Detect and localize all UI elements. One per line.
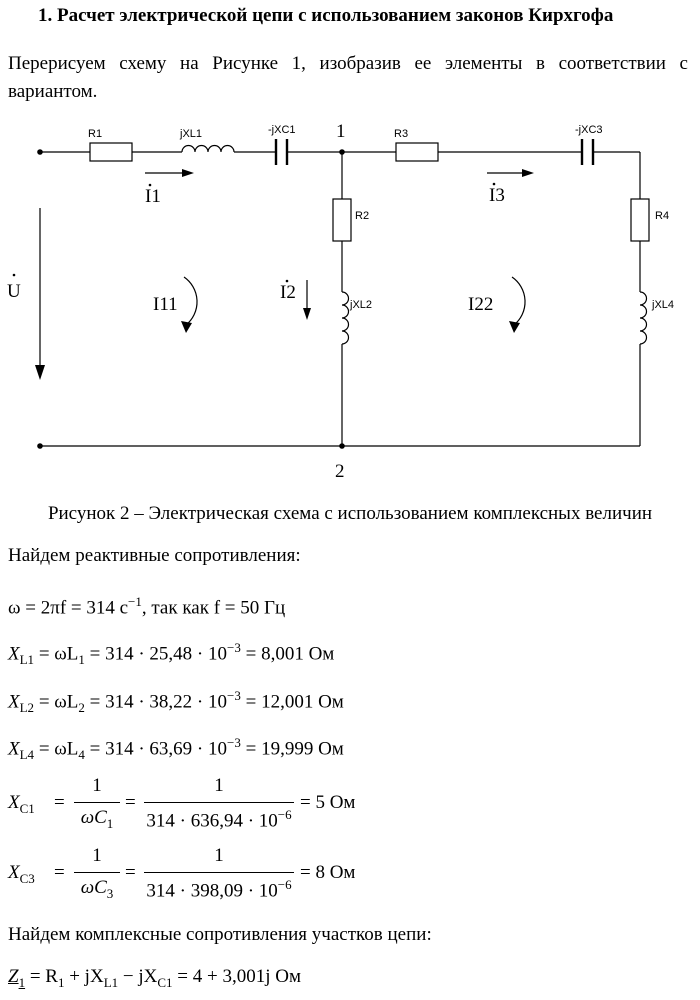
xl2-rhs2: = 314 · 38,22 · 10 xyxy=(84,691,228,713)
label-mjxc1: -jXC1 xyxy=(268,124,296,136)
xc3-den1: ωC xyxy=(80,877,107,898)
xl1-result: = 8,001 Ом xyxy=(240,643,335,665)
xl1-sub: L1 xyxy=(19,652,35,668)
xl1-rhs1: = ωL xyxy=(34,643,79,665)
omega-formula: ω = 2πf = 314 с xyxy=(8,597,129,619)
xl2-rhs1: = ωL xyxy=(34,691,79,713)
xl2-exp: −3 xyxy=(227,688,241,703)
circuit-quantity-labels: 1 2 I1 I3 I2 U I11 I22 xyxy=(7,121,505,482)
intro-line-1: Перерисуем схему на Рисунке 1, изобразив… xyxy=(8,53,688,74)
xc3-eq1: = xyxy=(54,862,65,883)
section-heading: 1. Расчет электрической цепи с использов… xyxy=(38,5,614,26)
z1-s3: C1 xyxy=(157,974,173,990)
xc1-den2: 314 · 636,94 · 10 xyxy=(146,810,278,832)
z1-lhs: Z xyxy=(8,966,19,987)
xc1-bar2 xyxy=(144,802,294,804)
xc3-lhs: X xyxy=(8,862,20,883)
xc3-den1sub: 3 xyxy=(106,885,114,901)
omega-tail: , так как f = 50 Гц xyxy=(141,597,286,619)
z1-s2: L1 xyxy=(103,974,119,990)
xc1-result: = 5 Ом xyxy=(300,792,356,813)
label-r1: R1 xyxy=(88,128,102,140)
z1-s1: 1 xyxy=(57,974,65,990)
xc1-bar1 xyxy=(74,802,120,804)
xc3-equation: XC3 = 1 ωC3 = 1 314 · 398,09 · 10−6 = 8 … xyxy=(8,845,698,905)
xl4-result: = 19,999 Ом xyxy=(240,738,344,760)
node-1-label: 1 xyxy=(336,121,346,142)
label-r3: R3 xyxy=(394,128,408,140)
xc3-result: = 8 Ом xyxy=(300,862,356,883)
xl4-sub: L4 xyxy=(19,747,35,763)
complex-paragraph: Найдем комплексные сопротивления участко… xyxy=(8,924,432,945)
xc3-sub: C3 xyxy=(19,870,35,886)
label-jxl4: jXL4 xyxy=(651,299,674,311)
xc3-den2: 314 · 398,09 · 10 xyxy=(146,880,278,902)
xc1-lhs: X xyxy=(8,792,20,813)
circuit-wires xyxy=(39,139,650,447)
xl4-rhs2: = 314 · 63,69 · 10 xyxy=(84,738,228,760)
xc3-num2: 1 xyxy=(214,845,224,866)
xl4-sub2: 4 xyxy=(78,747,85,763)
xc3-bar2 xyxy=(144,872,294,874)
circuit-arrowheads xyxy=(12,149,534,449)
figure-caption: Рисунок 2 – Электрическая схема с исполь… xyxy=(47,503,653,524)
loop-i22-label: I22 xyxy=(468,294,493,315)
xl1-sub2: 1 xyxy=(78,652,85,668)
xl4-exp: −3 xyxy=(227,735,241,750)
xl2-result: = 12,001 Ом xyxy=(240,691,344,713)
xl1-equation: XL1 = ωL1 = 314 · 25,48 · 10−3 = 8,001 О… xyxy=(8,640,334,668)
xc3-bar1 xyxy=(74,872,120,874)
z1-result: = 4 + 3,001j Ом xyxy=(172,966,301,987)
intro-paragraph: Перерисуем схему на Рисунке 1, изобразив… xyxy=(8,50,688,106)
xc1-eq1: = xyxy=(54,792,65,813)
current-i2-label: I2 xyxy=(280,282,296,303)
voltage-u-label: U xyxy=(7,281,21,302)
xl4-lhs: X xyxy=(8,738,20,760)
loop-i11-label: I11 xyxy=(153,294,178,315)
z1-equation: Z1 = R1 + jXL1 − jXC1 = 4 + 3,001j Ом xyxy=(8,966,301,991)
component-labels: R1 jXL1 -jXC1 R3 -jXC3 R2 R4 jXL2 jXL4 xyxy=(88,124,674,311)
xc3-den2exp: −6 xyxy=(277,877,292,892)
xl2-equation: XL2 = ωL2 = 314 · 38,22 · 10−3 = 12,001 … xyxy=(8,688,344,716)
z1-p2: + jX xyxy=(64,966,104,987)
label-jxl2: jXL2 xyxy=(349,299,372,311)
z1-lhssub: 1 xyxy=(18,974,26,990)
circuit-diagram: R1 jXL1 -jXC1 R3 -jXC3 R2 R4 jXL2 jXL4 1… xyxy=(7,121,674,482)
xc1-num1: 1 xyxy=(92,775,102,796)
label-mjxc3: -jXC3 xyxy=(575,124,603,136)
omega-equation: ω = 2πf = 314 с−1, так как f = 50 Гц xyxy=(8,594,285,619)
xl1-lhs: X xyxy=(8,643,20,665)
xc1-den1: ωC xyxy=(80,807,107,828)
xc3-eq2: = xyxy=(125,862,136,883)
xc1-eq2: = xyxy=(125,792,136,813)
xl2-sub2: 2 xyxy=(78,700,85,716)
xl1-rhs2: = 314 · 25,48 · 10 xyxy=(84,643,228,665)
current-i3-label: I3 xyxy=(489,185,505,206)
xl2-sub: L2 xyxy=(19,700,35,716)
xl1-exp: −3 xyxy=(227,640,241,655)
xl4-equation: XL4 = ωL4 = 314 · 63,69 · 10−3 = 19,999 … xyxy=(8,735,344,763)
omega-exponent: −1 xyxy=(128,594,142,609)
current-i1-label: I1 xyxy=(145,186,161,207)
node-2-label: 2 xyxy=(335,461,345,482)
intro-line-2: вариантом. xyxy=(8,81,98,102)
xl4-rhs1: = ωL xyxy=(34,738,79,760)
xc1-den2exp: −6 xyxy=(277,807,292,822)
xc1-equation: XC1 = 1 ωC1 = 1 314 · 636,94 · 10−6 = 5 … xyxy=(8,775,698,835)
label-jxl1: jXL1 xyxy=(179,128,202,140)
xl2-lhs: X xyxy=(8,691,20,713)
z1-p1: = R xyxy=(25,966,58,987)
reactive-paragraph: Найдем реактивные сопротивления: xyxy=(8,545,301,566)
label-r2: R2 xyxy=(355,210,369,222)
xc1-num2: 1 xyxy=(214,775,224,796)
label-r4: R4 xyxy=(655,210,669,222)
z1-p3: − jX xyxy=(118,966,158,987)
xc1-sub: C1 xyxy=(19,800,35,816)
xc1-den1sub: 1 xyxy=(106,815,114,831)
xc3-num1: 1 xyxy=(92,845,102,866)
